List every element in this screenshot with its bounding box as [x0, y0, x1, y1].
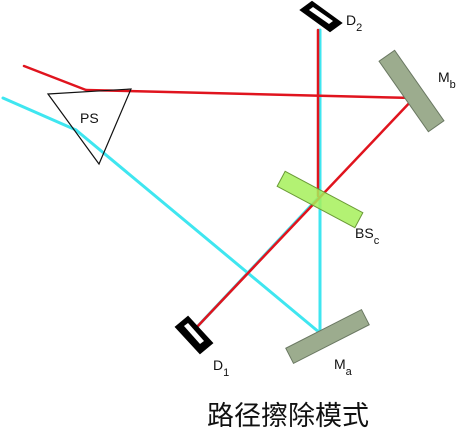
prism-triangle: [46, 88, 132, 166]
detector-window: [309, 7, 333, 24]
cyan-beam-to-ma: [74, 128, 322, 335]
detector-d2-label: D2: [346, 12, 362, 34]
red-beam: [22, 28, 416, 330]
detector-window: [184, 323, 204, 344]
detector-d2: D2: [299, 0, 362, 34]
diagram-caption: 路径擦除模式: [207, 401, 369, 432]
cyan-beam-input: [1, 96, 78, 132]
mirror-icon: [378, 49, 445, 133]
mirror-ma-label: Ma: [334, 356, 353, 378]
mirror-icon: [285, 308, 370, 365]
detector-d1-label: D1: [213, 357, 229, 379]
mirror-mb-label: Mb: [438, 69, 456, 91]
detector-d1: D1: [174, 315, 229, 379]
prism-icon: PS: [46, 88, 132, 166]
beamsplitter-bsc: BSc: [276, 170, 380, 247]
mirror-mb: Mb: [378, 49, 456, 133]
red-beam-input: [22, 64, 88, 92]
mirror-ma: Ma: [285, 308, 370, 378]
red-beam-mb-to-d1: [194, 96, 416, 330]
prism-label: PS: [80, 110, 99, 126]
beamsplitter-icon: [276, 170, 364, 229]
beamsplitter-label: BSc: [355, 225, 380, 247]
red-beam-to-mb: [84, 88, 416, 100]
